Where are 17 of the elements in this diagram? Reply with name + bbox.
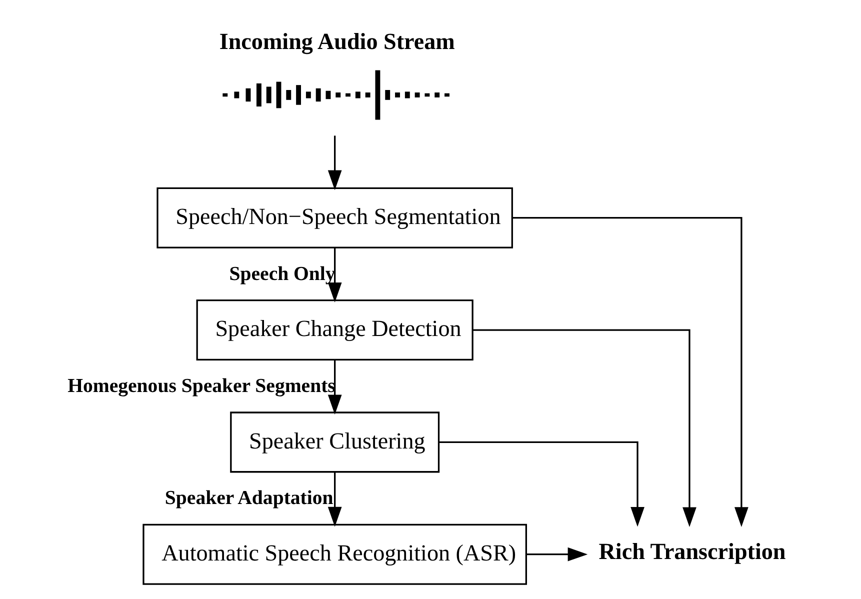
- node-label: Incoming Audio Stream: [219, 28, 455, 54]
- node-box: Speech/Non−Speech Segmentation: [156, 187, 513, 248]
- edge-label: Speaker Adaptation: [164, 487, 334, 510]
- arrow: [328, 472, 342, 527]
- arrow: [512, 217, 748, 527]
- arrow: [526, 547, 588, 562]
- arrow: [328, 136, 342, 190]
- arrow: [439, 441, 644, 527]
- node-text: Rich Transcription: [598, 538, 786, 564]
- node-box: Speaker Change Detection: [196, 300, 474, 361]
- arrow: [472, 329, 696, 528]
- arrow: [328, 248, 342, 302]
- arrow: [328, 360, 342, 415]
- node-box: Speaker Clustering: [230, 412, 440, 473]
- edge-label: Speech Only: [229, 262, 336, 285]
- edge-label: Homegenous Speaker Segments: [68, 374, 336, 397]
- node-box: Automatic Speech Recognition (ASR): [142, 524, 527, 585]
